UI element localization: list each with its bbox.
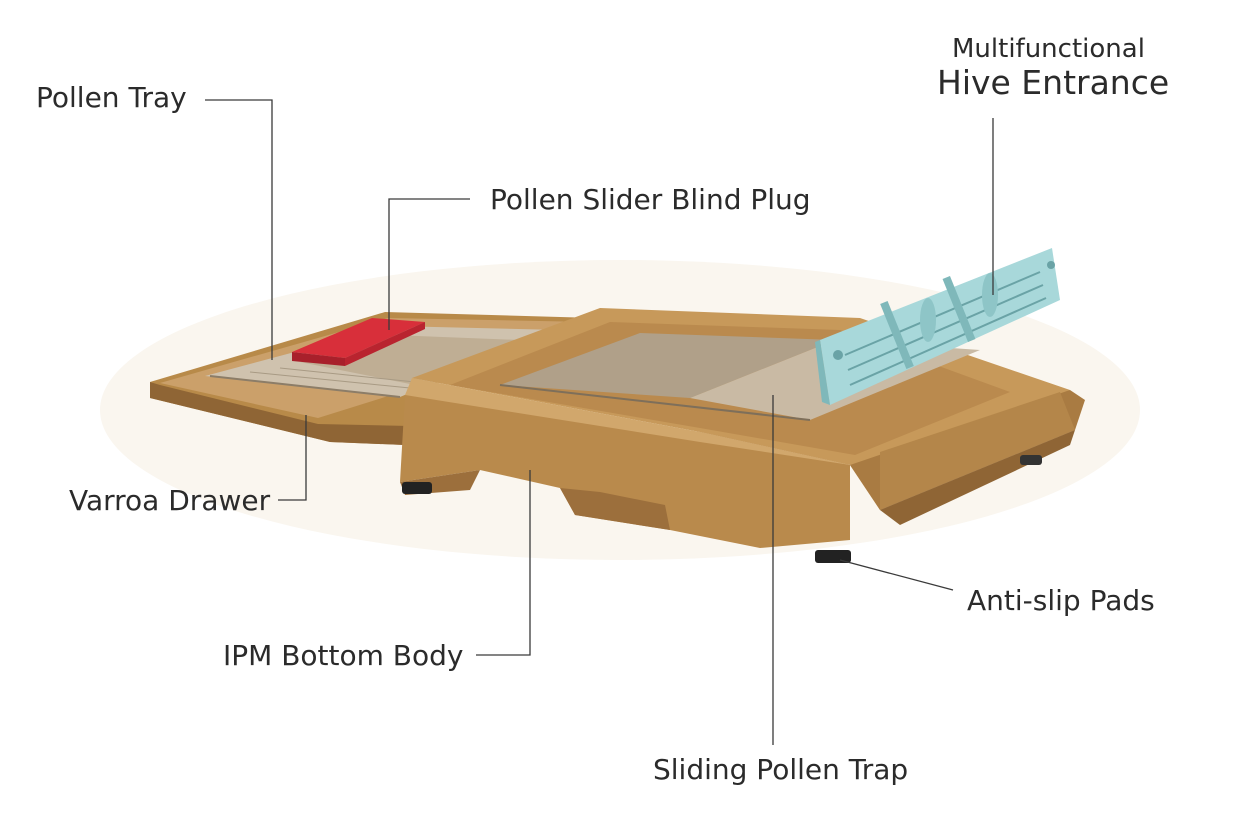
leader-lines xyxy=(205,99,994,745)
label-hive-entrance-line2: Hive Entrance xyxy=(937,63,1170,102)
label-pollen-slider-blind-plug: Pollen Slider Blind Plug xyxy=(490,183,811,216)
leader-anti-slip-pads xyxy=(839,559,954,591)
label-varroa-drawer: Varroa Drawer xyxy=(69,484,271,517)
leader-pollen-slider-blind-plug xyxy=(388,198,470,330)
label-hive-entrance-line1: Multifunctional xyxy=(952,34,1145,64)
label-ipm-bottom-body: IPM Bottom Body xyxy=(223,639,464,672)
label-anti-slip-pads: Anti-slip Pads xyxy=(967,584,1155,617)
leader-varroa-drawer xyxy=(278,415,307,501)
label-pollen-tray: Pollen Tray xyxy=(36,81,187,114)
hive-entrance-shape xyxy=(815,248,1060,405)
pollen-slider-blind-plug-shape xyxy=(292,318,425,366)
leader-pollen-tray xyxy=(205,99,273,360)
leader-ipm-bottom-body xyxy=(476,470,531,656)
anti-slip-pads-shape xyxy=(402,455,1042,563)
label-sliding-pollen-trap: Sliding Pollen Trap xyxy=(653,753,909,786)
